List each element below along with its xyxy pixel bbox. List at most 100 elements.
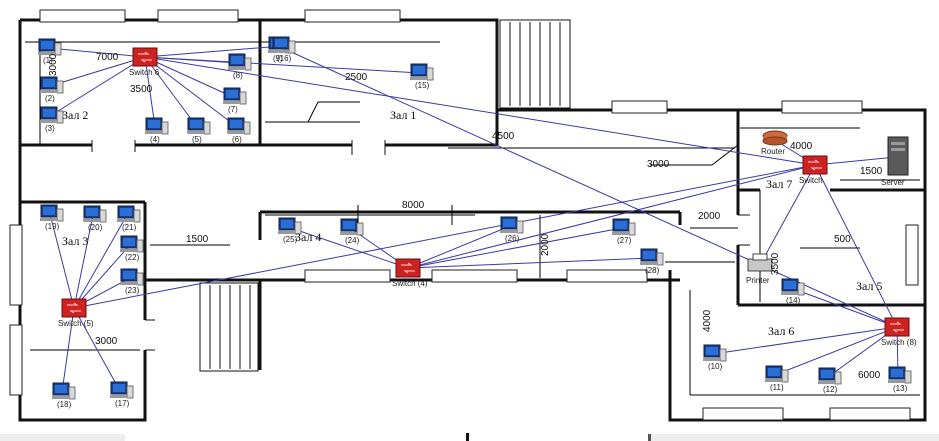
screen-icon — [230, 120, 242, 128]
computer-14[interactable]: (14) — [781, 278, 805, 305]
dim-3000-left: 3000 — [48, 53, 59, 76]
screen-icon — [55, 385, 67, 393]
computer-21[interactable]: (21) — [117, 205, 141, 232]
computer-20[interactable]: (20) — [83, 205, 107, 232]
network-link — [144, 56, 238, 128]
arrows-icon — [138, 51, 152, 63]
computer-label: (22) — [125, 253, 140, 262]
server[interactable]: Server — [881, 136, 909, 187]
computer-27[interactable]: (27) — [612, 218, 636, 245]
screen-icon — [343, 221, 355, 229]
network-link — [61, 307, 75, 393]
dim-8000: 8000 — [402, 200, 425, 211]
printer[interactable]: Printer — [746, 253, 773, 285]
computer-label: (2) — [45, 94, 55, 103]
screen-icon — [231, 56, 243, 64]
switch-sw4[interactable]: Switch (4) — [392, 258, 428, 288]
screen-icon — [41, 41, 53, 49]
switch-sw8[interactable]: Switch (8) — [881, 317, 917, 347]
keyboard-icon — [278, 231, 296, 234]
network-link — [407, 225, 511, 269]
computer-3[interactable]: (3) — [40, 106, 64, 133]
walls — [18, 18, 927, 422]
keyboard-icon — [272, 50, 290, 53]
computer-28[interactable]: (28) — [640, 248, 664, 275]
keyboard-icon — [640, 262, 658, 265]
dimension-lines — [25, 41, 920, 396]
hall-labels: Зал 1 Зал 2 Зал 3 Зал 4 Зал 5 Зал 6 Зал … — [62, 108, 882, 338]
screen-icon — [120, 208, 132, 216]
keyboard-icon — [187, 131, 205, 134]
computer-11[interactable]: (11) — [765, 365, 789, 392]
network-link — [144, 56, 816, 166]
keyboard-icon — [145, 131, 163, 134]
screen-icon — [123, 271, 135, 279]
tower-icon — [136, 239, 144, 253]
screen-icon — [413, 66, 425, 74]
hall-label-3: Зал 3 — [62, 234, 88, 248]
screen-icon — [43, 79, 55, 87]
tower-icon — [54, 42, 62, 56]
switch-icon — [884, 317, 910, 337]
router[interactable]: Router — [761, 130, 788, 156]
tower-icon — [161, 121, 169, 135]
screen-icon — [123, 238, 135, 246]
tower-icon — [56, 208, 64, 222]
computer-22[interactable]: (22) — [120, 235, 144, 262]
computer-23[interactable]: (23) — [120, 268, 144, 295]
keyboard-icon — [117, 219, 135, 222]
server-icon — [887, 136, 909, 176]
computer-6[interactable]: (6) — [227, 117, 251, 144]
computer-25[interactable]: (25) — [278, 217, 302, 244]
dim-7000: 7000 — [96, 52, 119, 63]
dim-4000-hall6: 4000 — [702, 309, 713, 332]
computer-label: (25) — [283, 235, 298, 244]
network-link — [407, 227, 623, 269]
switch-sw7[interactable]: Switch — [799, 155, 828, 185]
arrows-icon — [401, 262, 415, 274]
computer-7[interactable]: (7) — [223, 87, 247, 114]
screen-icon — [891, 369, 903, 377]
computer-4[interactable]: (4) — [145, 117, 169, 144]
computer-5[interactable]: (5) — [187, 117, 211, 144]
screen-icon — [275, 39, 287, 47]
network-link — [73, 244, 131, 309]
network-link — [144, 56, 198, 128]
computer-8[interactable]: (8) — [228, 53, 252, 80]
network-link — [73, 307, 121, 392]
computer-label: (14) — [786, 296, 801, 305]
computer-24[interactable]: (24) — [340, 218, 364, 245]
tower-icon — [126, 385, 134, 399]
computer-19[interactable]: (19) — [40, 204, 64, 231]
keyboard-icon — [120, 282, 138, 285]
computer-13[interactable]: (13) — [888, 366, 912, 393]
keyboard-icon — [765, 379, 783, 382]
computer-26[interactable]: (26) — [500, 216, 524, 243]
computer-label: (9) — [273, 54, 283, 63]
tower-icon — [288, 40, 296, 54]
computer-18[interactable]: (18) — [52, 382, 76, 409]
computer-12[interactable]: (12) — [818, 367, 842, 394]
computer-16[interactable]: (16) — [272, 36, 296, 63]
computer-label: (20) — [88, 223, 103, 232]
network-link — [407, 164, 816, 269]
tower-icon — [628, 222, 636, 236]
computer-15[interactable]: (15) — [410, 63, 434, 90]
tower-icon — [904, 370, 912, 384]
computer-10[interactable]: (10) — [703, 344, 727, 371]
screen-icon — [190, 120, 202, 128]
network-link — [49, 56, 146, 117]
switch-sw5[interactable]: Switch (5) — [58, 298, 94, 328]
computer-17[interactable]: (17) — [110, 381, 134, 408]
computer-1[interactable]: (1) — [38, 38, 62, 65]
server-label: Server — [881, 178, 905, 187]
screen-icon — [281, 220, 293, 228]
keyboard-icon — [120, 249, 138, 252]
computer-label: (10) — [708, 362, 723, 371]
keyboard-icon — [83, 219, 101, 222]
tower-icon — [426, 67, 434, 81]
computer-2[interactable]: (2) — [40, 76, 64, 103]
switch-sw6[interactable]: Switch 6 — [129, 47, 160, 77]
